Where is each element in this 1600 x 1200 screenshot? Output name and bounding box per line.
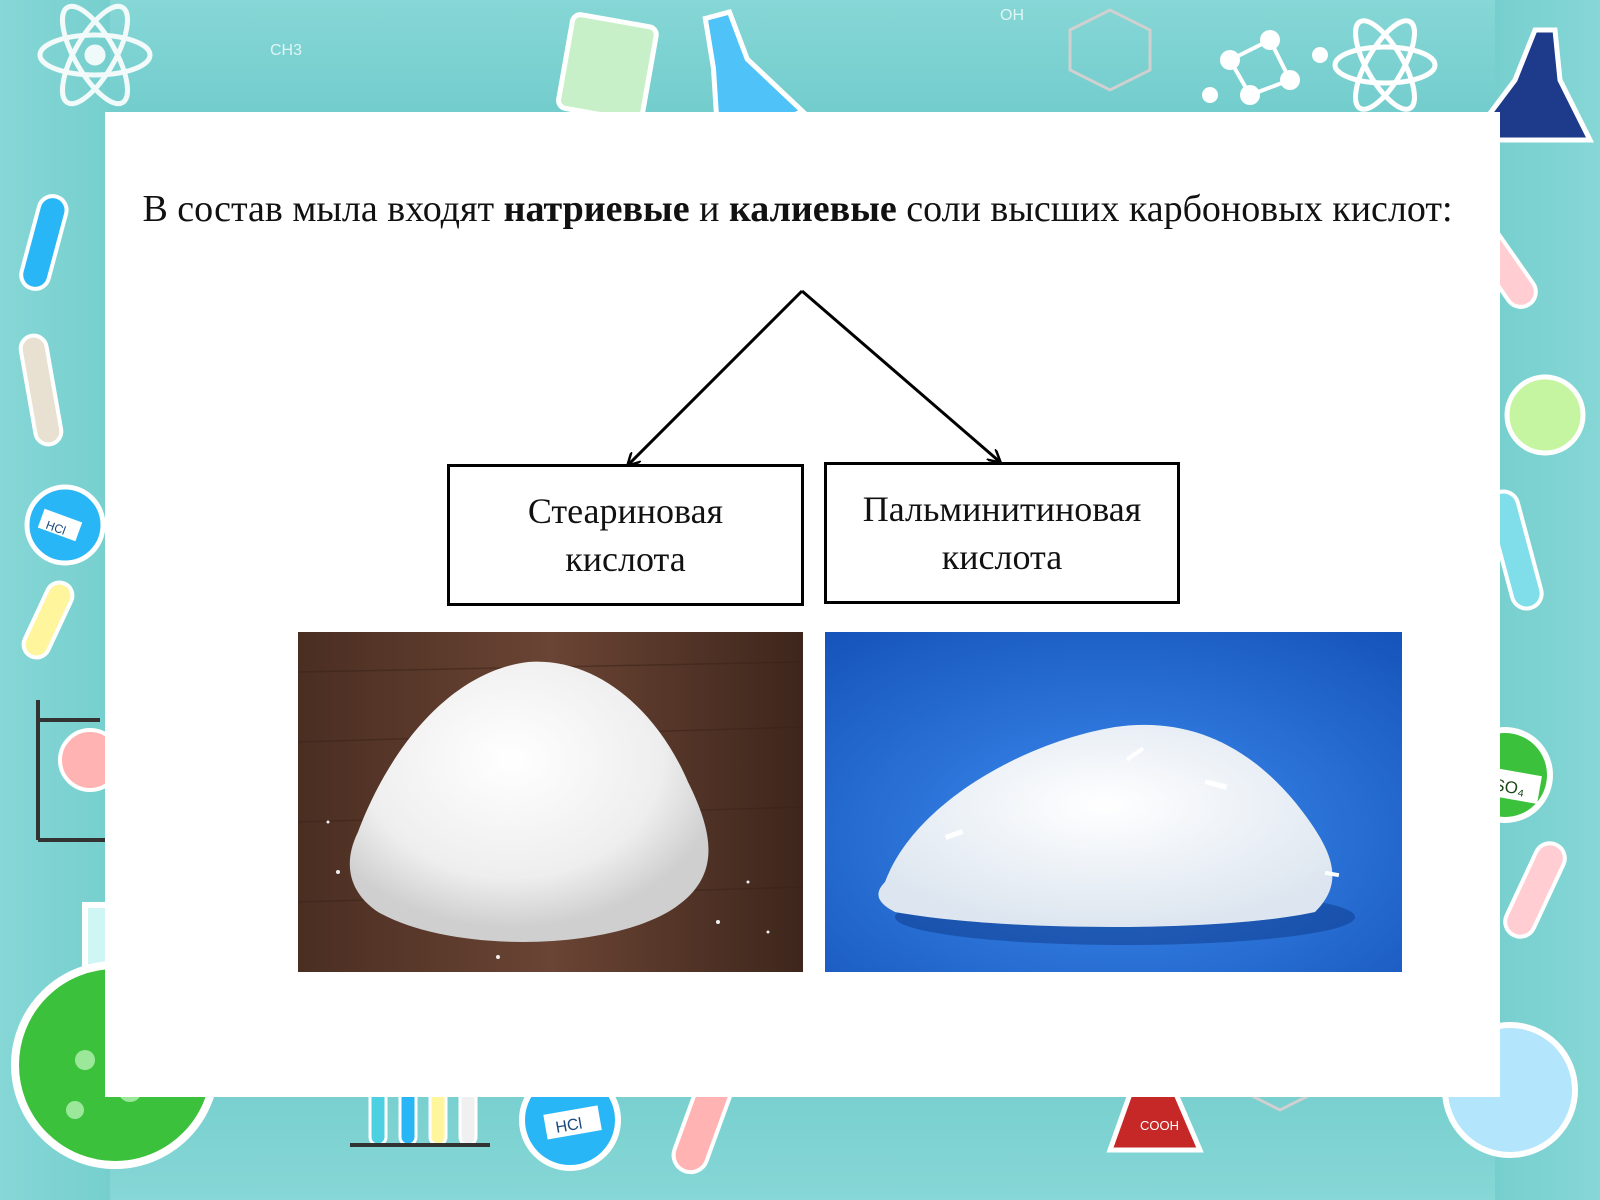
title-bold-sodium: натриевые — [503, 188, 690, 230]
arrow-left — [628, 289, 804, 465]
title-part: В состав мыла входят — [142, 188, 504, 230]
frame-bottom — [0, 1095, 1600, 1200]
title-bold-potassium: калиевые — [728, 188, 897, 230]
title-part: соли высших карбоновых кислот: — [896, 188, 1453, 230]
stearic-acid-photo — [298, 632, 803, 972]
box-line: Пальминитиновая — [862, 489, 1142, 529]
box-line: кислота — [941, 537, 1063, 577]
stearic-acid-box: Стеариновая кислота — [447, 464, 804, 606]
palmitic-acid-photo — [825, 632, 1402, 972]
palmitic-acid-box: Пальминитиновая кислота — [824, 462, 1180, 604]
slide-title: В состав мыла входят натриевые и калиевы… — [140, 188, 1455, 230]
arrow-right — [801, 289, 1000, 462]
title-part: и — [689, 188, 729, 230]
box-line: кислота — [565, 539, 686, 579]
box-line: Стеариновая — [527, 491, 724, 531]
